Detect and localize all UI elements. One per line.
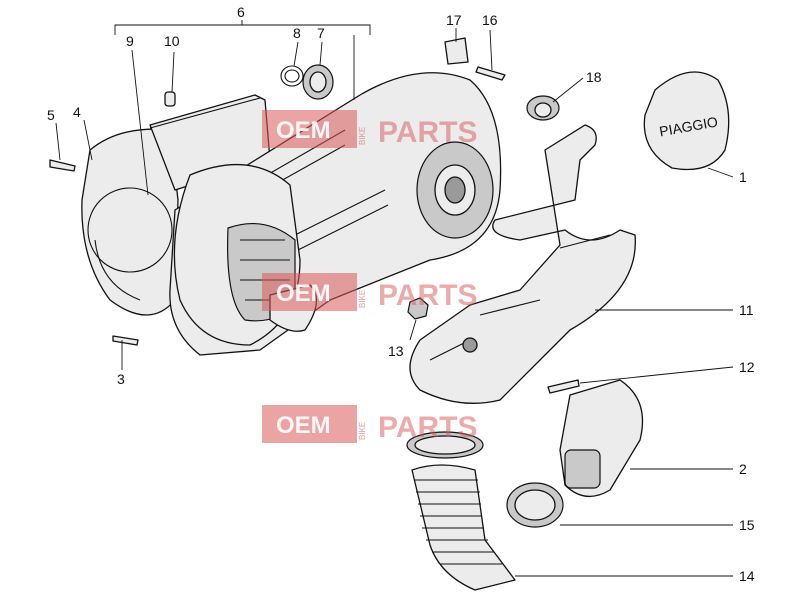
intake-fitting-2 bbox=[559, 379, 644, 497]
callout-4: 4 bbox=[73, 104, 81, 120]
grommet-18 bbox=[526, 95, 560, 121]
callout-16: 16 bbox=[482, 12, 498, 28]
watermark-bottom: OEM BIKE PARTS bbox=[262, 405, 477, 444]
watermark-top: OEM BIKE PARTS bbox=[262, 110, 477, 149]
callout-8: 8 bbox=[293, 25, 301, 41]
callout-18: 18 bbox=[586, 69, 602, 85]
circlip bbox=[280, 65, 304, 87]
svg-text:OEM: OEM bbox=[276, 280, 331, 307]
svg-text:BIKE: BIKE bbox=[358, 290, 367, 308]
callout-11: 11 bbox=[739, 302, 754, 318]
svg-text:PARTS: PARTS bbox=[378, 279, 477, 312]
bearing bbox=[302, 64, 334, 100]
svg-text:BIKE: BIKE bbox=[358, 127, 367, 145]
leader-lines bbox=[55, 28, 734, 577]
callout-5: 5 bbox=[47, 107, 55, 123]
callout-1: 1 bbox=[739, 169, 747, 185]
callout-6: 6 bbox=[237, 4, 245, 20]
screw-5 bbox=[49, 159, 76, 172]
svg-text:OEM: OEM bbox=[276, 117, 331, 144]
svg-text:OEM: OEM bbox=[276, 412, 331, 439]
callout-7: 7 bbox=[317, 25, 325, 41]
corrugated-hose-14 bbox=[411, 464, 516, 591]
callout-15: 15 bbox=[739, 517, 755, 533]
nut-13 bbox=[407, 297, 429, 320]
hose-clamp-15 bbox=[506, 482, 564, 528]
side-cover-1: PIAGGIO bbox=[643, 71, 730, 171]
callout-17: 17 bbox=[446, 12, 462, 28]
callout-13: 13 bbox=[388, 343, 404, 359]
callout-9: 9 bbox=[126, 33, 134, 49]
hose-clamp-upper bbox=[406, 431, 484, 459]
callout-2: 2 bbox=[739, 461, 747, 477]
group-bracket-6 bbox=[114, 20, 371, 35]
svg-text:BIKE: BIKE bbox=[358, 422, 367, 440]
svg-text:PARTS: PARTS bbox=[378, 411, 477, 444]
gasket-plate bbox=[81, 128, 179, 316]
callout-3: 3 bbox=[117, 371, 125, 387]
screw-12 bbox=[547, 379, 580, 394]
air-duct-11 bbox=[409, 124, 636, 404]
callout-12: 12 bbox=[739, 359, 755, 375]
watermark-middle: OEM BIKE PARTS bbox=[262, 273, 477, 312]
callout-10: 10 bbox=[164, 33, 180, 49]
dowel-pin bbox=[164, 91, 176, 107]
callout-14: 14 bbox=[739, 568, 755, 584]
bracket-17 bbox=[444, 37, 469, 65]
svg-text:PARTS: PARTS bbox=[378, 116, 477, 149]
callout-labels: 6 9 10 8 7 4 5 3 17 16 18 1 11 13 12 2 1… bbox=[47, 4, 755, 584]
bolt-16 bbox=[475, 66, 506, 81]
screw-3 bbox=[112, 335, 139, 346]
